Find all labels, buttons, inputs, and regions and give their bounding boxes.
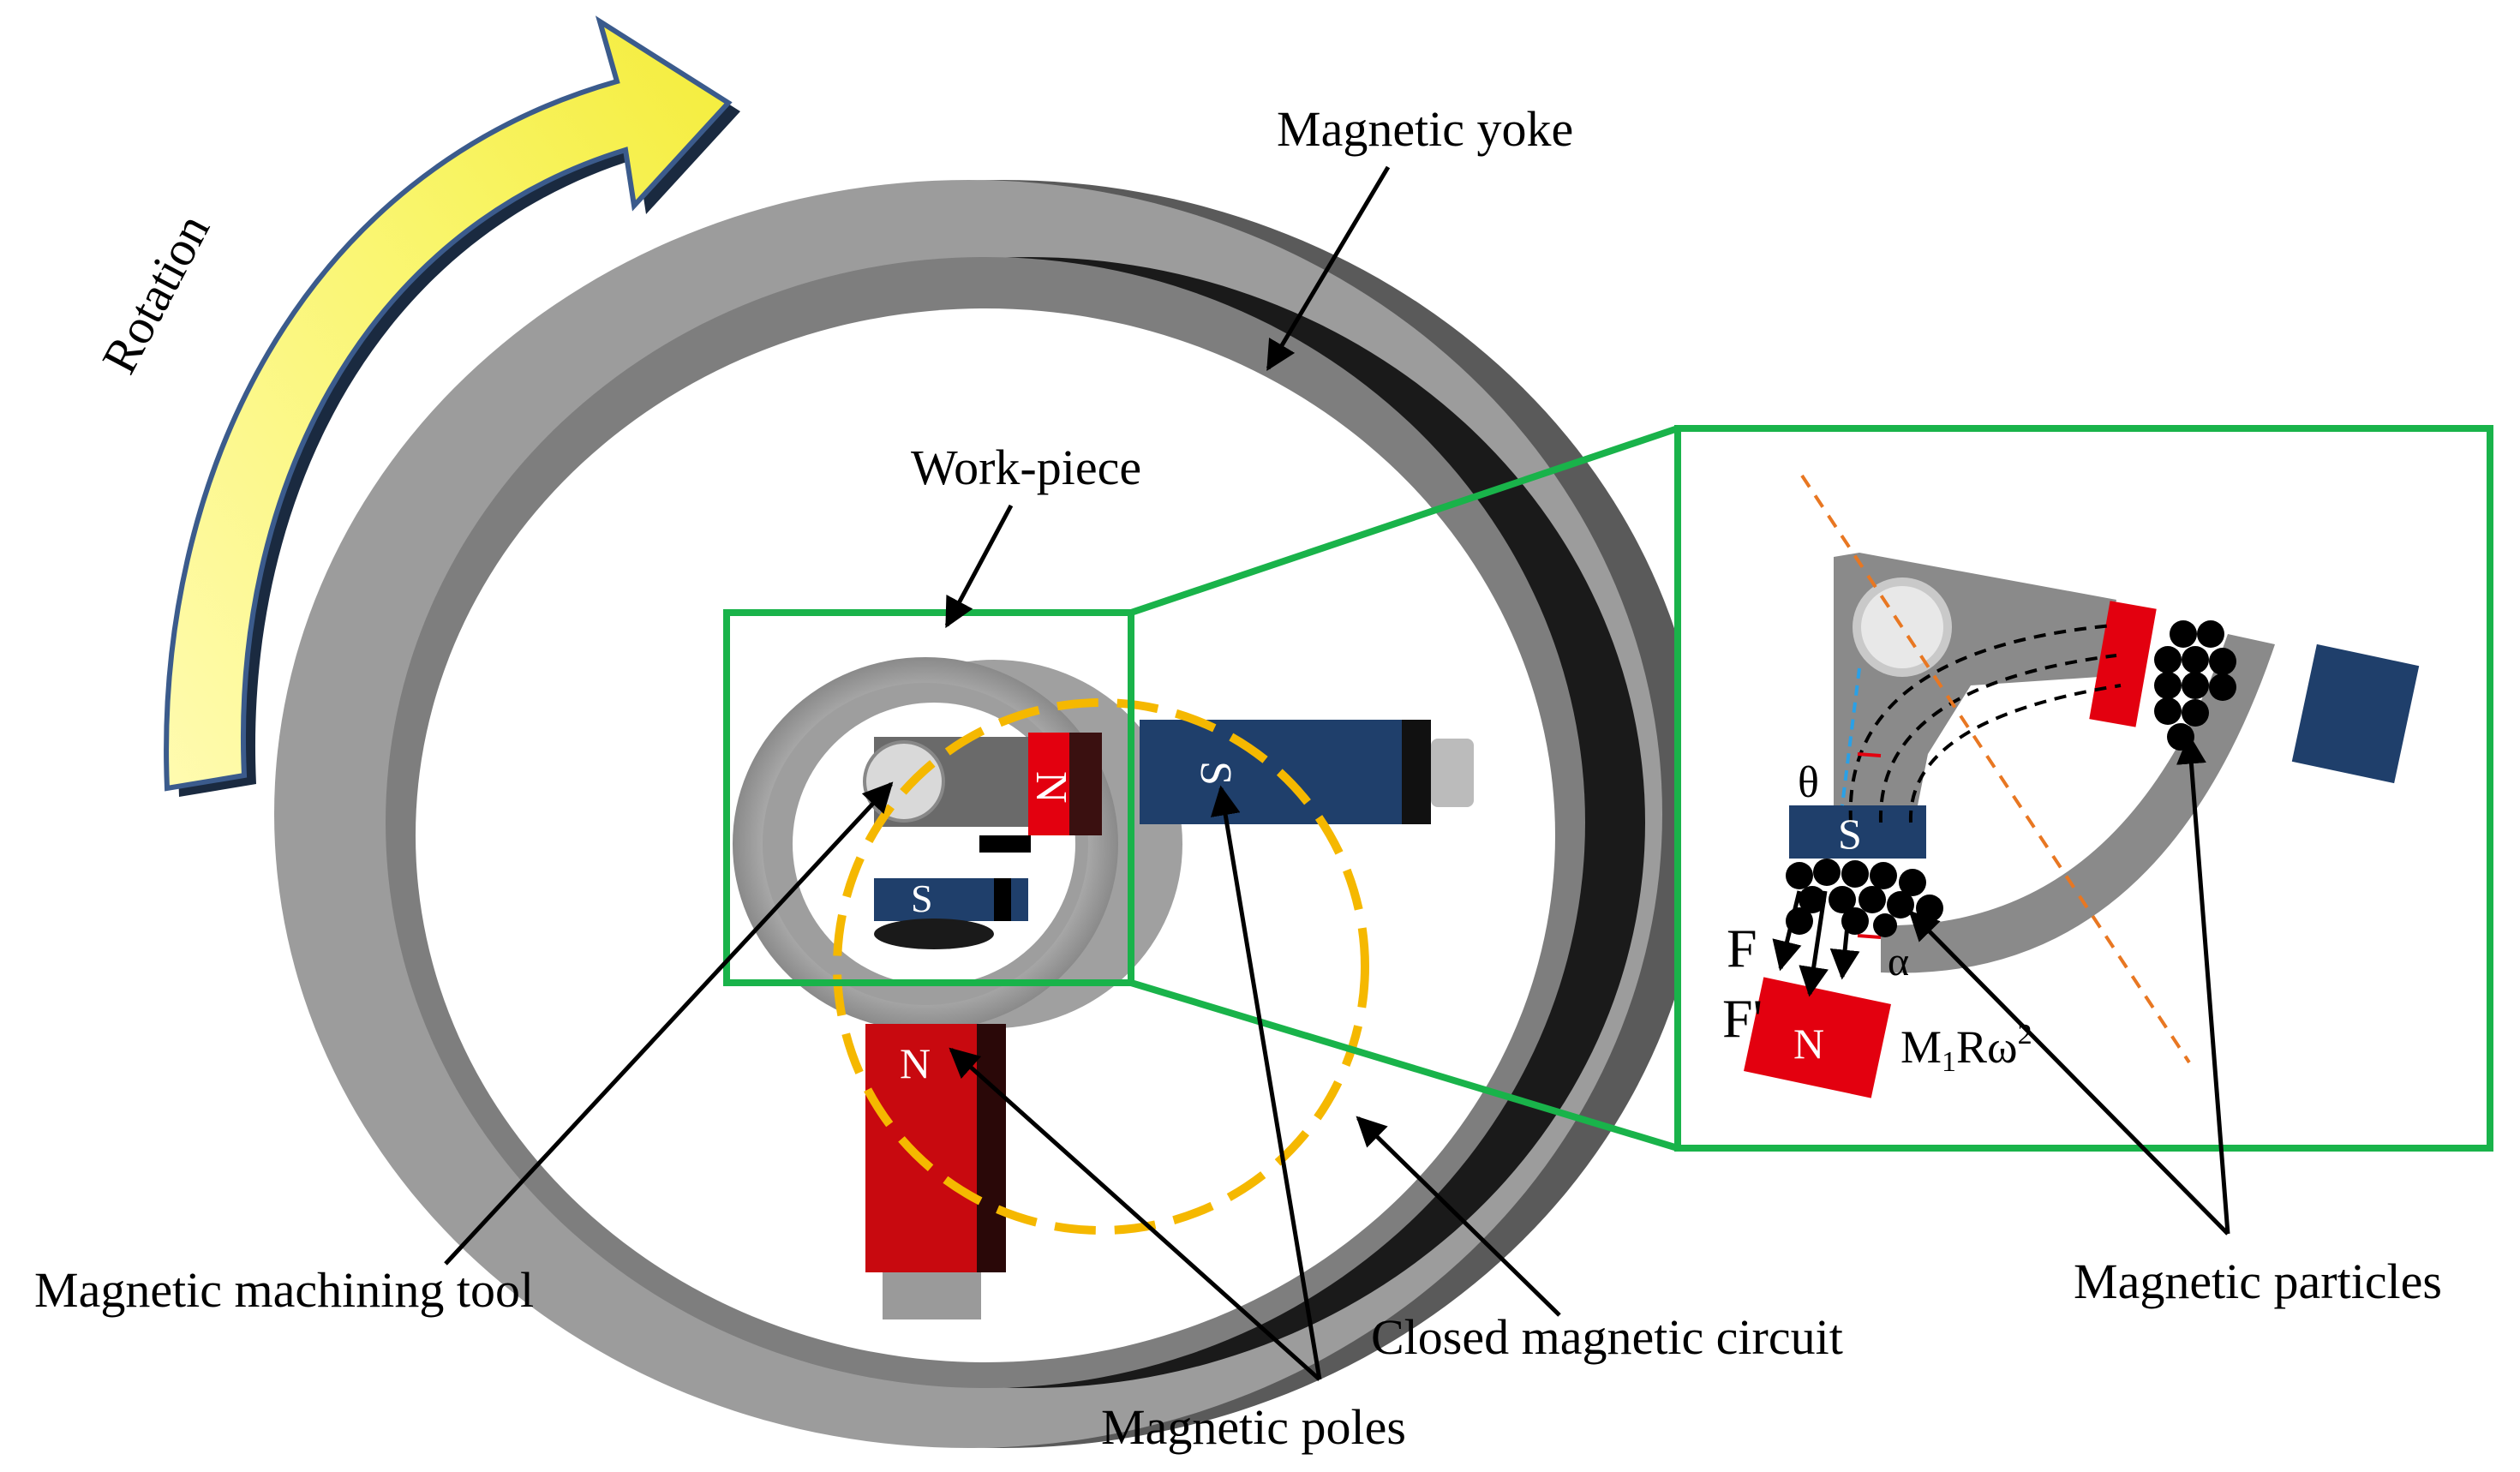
force-f-prime-label: F' — [1722, 988, 1763, 1049]
rotation-label: Rotation — [91, 205, 220, 382]
circuit-label: Closed magnetic circuit — [1371, 1309, 1843, 1365]
workpiece-label: Work-piece — [911, 440, 1141, 495]
alpha-label: α — [1888, 939, 1909, 984]
yoke-label: Magnetic yoke — [1277, 101, 1573, 157]
inset-north-letter: N — [1793, 1020, 1824, 1068]
leader-arrows — [444, 165, 2230, 1381]
inset-south-letter: S — [1838, 810, 1862, 858]
zoom-connector-lines — [1129, 425, 1679, 1152]
north-pole-letter: N — [900, 1039, 931, 1087]
particles-label: Magnetic particles — [2074, 1254, 2442, 1309]
poles-label: Magnetic poles — [1101, 1399, 1406, 1455]
centrifugal-force-label: M1Rω2 — [1900, 1019, 2032, 1078]
south-pole-letter: S — [1191, 761, 1240, 786]
inset-external-south-pole — [2291, 643, 2420, 784]
tool-label: Magnetic machining tool — [34, 1262, 534, 1318]
south-pole-magnet — [1140, 720, 1474, 824]
workpiece-frame — [723, 609, 1134, 986]
inset-tool-south-pole — [1789, 805, 1926, 859]
rotation-arrow-icon — [164, 15, 740, 797]
inset-particles-right — [2154, 620, 2236, 751]
theta-label: θ — [1798, 758, 1819, 807]
inset-tool-north-pole — [2089, 601, 2157, 727]
closed-magnetic-circuit — [833, 698, 1369, 1235]
inset-external-north-pole — [1744, 977, 1891, 1098]
tool-south-letter: S — [911, 877, 933, 920]
work-piece — [733, 657, 1182, 1031]
tool-north-letter: N — [1027, 771, 1075, 804]
force-f-label: F — [1727, 918, 1757, 978]
